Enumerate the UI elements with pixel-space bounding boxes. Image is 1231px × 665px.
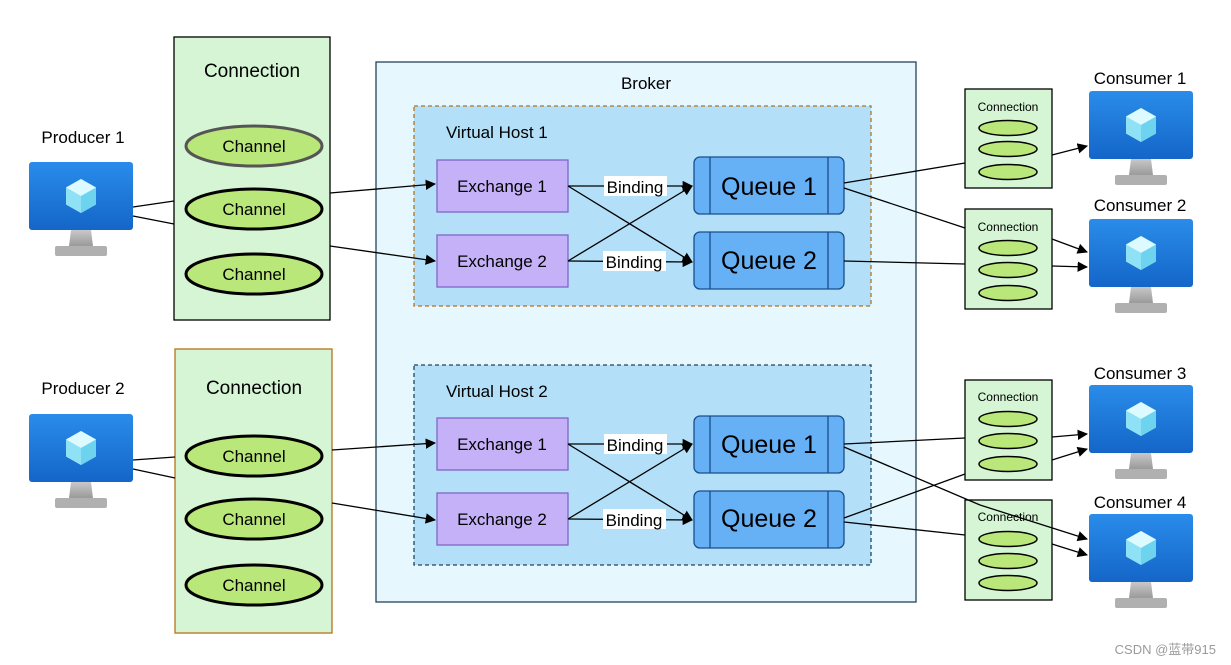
channel [978, 410, 1038, 428]
consumer-1: Consumer 1 [1089, 69, 1193, 185]
virtual-host-1: Virtual Host 1 Exchange 1 Exchange 2 Que… [413, 105, 872, 307]
exchange: Exchange 2 [436, 492, 569, 546]
channel [978, 574, 1038, 592]
channel [978, 552, 1038, 570]
consumer-connection-2: Connection [964, 208, 1053, 310]
channel: Channel [184, 434, 324, 478]
producer-1-label: Producer 1 [41, 128, 124, 147]
connection-label: Connection [978, 510, 1039, 524]
channel [978, 163, 1038, 181]
consumer-1-label: Consumer 1 [1094, 69, 1187, 88]
connection-label: Connection [204, 61, 300, 82]
binding-label: Binding [604, 176, 667, 197]
broker: Broker Virtual Host 1 Exchange 1 Exchang… [375, 61, 917, 603]
producer-2-label: Producer 2 [41, 379, 124, 398]
queue: Queue 1 [693, 415, 845, 474]
producer-connection-2: Connection Channel Channel Channel [174, 348, 333, 634]
producer-connection-1: Connection Channel Channel Channel [173, 36, 331, 321]
channel [978, 284, 1038, 302]
svg-text:Queue 2: Queue 2 [721, 505, 817, 533]
binding-label: Binding [603, 509, 666, 530]
consumer-3: Consumer 3 [1089, 364, 1193, 479]
exchange: Exchange 1 [436, 417, 569, 471]
consumer-4-label: Consumer 4 [1094, 493, 1187, 512]
channel [978, 261, 1038, 279]
binding-label: Binding [603, 251, 666, 272]
monitor-cube-icon [29, 414, 133, 508]
svg-text:Binding: Binding [607, 436, 664, 455]
consumer-2-label: Consumer 2 [1094, 196, 1187, 215]
producer-2: Producer 2 [29, 379, 133, 508]
svg-text:Exchange 1: Exchange 1 [457, 177, 547, 196]
connection-label: Connection [978, 100, 1039, 114]
svg-text:Queue 1: Queue 1 [721, 431, 817, 459]
consumer-connection-4: Connection [964, 499, 1053, 601]
svg-text:Exchange 2: Exchange 2 [457, 510, 547, 529]
svg-text:Binding: Binding [606, 253, 663, 272]
channel: Channel [184, 252, 324, 296]
connection-label: Connection [978, 390, 1039, 404]
svg-text:Channel: Channel [222, 510, 285, 529]
exchange: Exchange 2 [436, 234, 569, 288]
producer-edges [132, 179, 437, 524]
consumer-3-label: Consumer 3 [1094, 364, 1187, 383]
svg-text:Exchange 2: Exchange 2 [457, 252, 547, 271]
consumer-connection-1: Connection [964, 88, 1053, 189]
svg-text:Channel: Channel [222, 576, 285, 595]
channel [978, 119, 1038, 137]
svg-text:Queue 2: Queue 2 [721, 247, 817, 275]
virtual-host-2: Virtual Host 2 Exchange 1 Exchange 2 Que… [413, 364, 872, 566]
monitor-cube-icon [1089, 514, 1193, 608]
queue: Queue 2 [693, 490, 845, 549]
svg-text:Binding: Binding [607, 178, 664, 197]
monitor-cube-icon [1089, 219, 1193, 313]
connection-label: Connection [978, 220, 1039, 234]
svg-text:Queue 1: Queue 1 [721, 173, 817, 201]
queue: Queue 1 [693, 156, 845, 215]
channel: Channel [184, 497, 324, 541]
monitor-cube-icon [1089, 91, 1193, 185]
queue: Queue 2 [693, 231, 845, 290]
channel [978, 455, 1038, 473]
svg-text:Binding: Binding [606, 511, 663, 530]
consumer-4: Consumer 4 [1089, 493, 1193, 608]
broker-label: Broker [621, 74, 671, 93]
svg-text:Channel: Channel [222, 447, 285, 466]
monitor-cube-icon [29, 162, 133, 256]
channel: Channel [184, 563, 324, 607]
consumer-edges [843, 143, 1089, 558]
binding-label: Binding [604, 434, 667, 455]
exchange: Exchange 1 [436, 159, 569, 213]
svg-text:Channel: Channel [222, 265, 285, 284]
producer-1: Producer 1 [29, 128, 133, 256]
monitor-cube-icon [1089, 385, 1193, 479]
channel: Channel [184, 187, 324, 231]
svg-text:Channel: Channel [222, 137, 285, 156]
channel: Channel [184, 124, 324, 168]
channel [978, 239, 1038, 257]
channel [978, 140, 1038, 158]
svg-text:Channel: Channel [222, 200, 285, 219]
connection-label: Connection [206, 378, 302, 399]
consumer-2: Consumer 2 [1089, 196, 1193, 313]
svg-text:Exchange 1: Exchange 1 [457, 435, 547, 454]
virtual-host-label: Virtual Host 2 [446, 382, 548, 401]
channel [978, 432, 1038, 450]
consumer-connection-3: Connection [964, 379, 1053, 481]
virtual-host-label: Virtual Host 1 [446, 123, 548, 142]
channel [978, 530, 1038, 548]
watermark: CSDN @蓝带915 [1115, 642, 1216, 657]
